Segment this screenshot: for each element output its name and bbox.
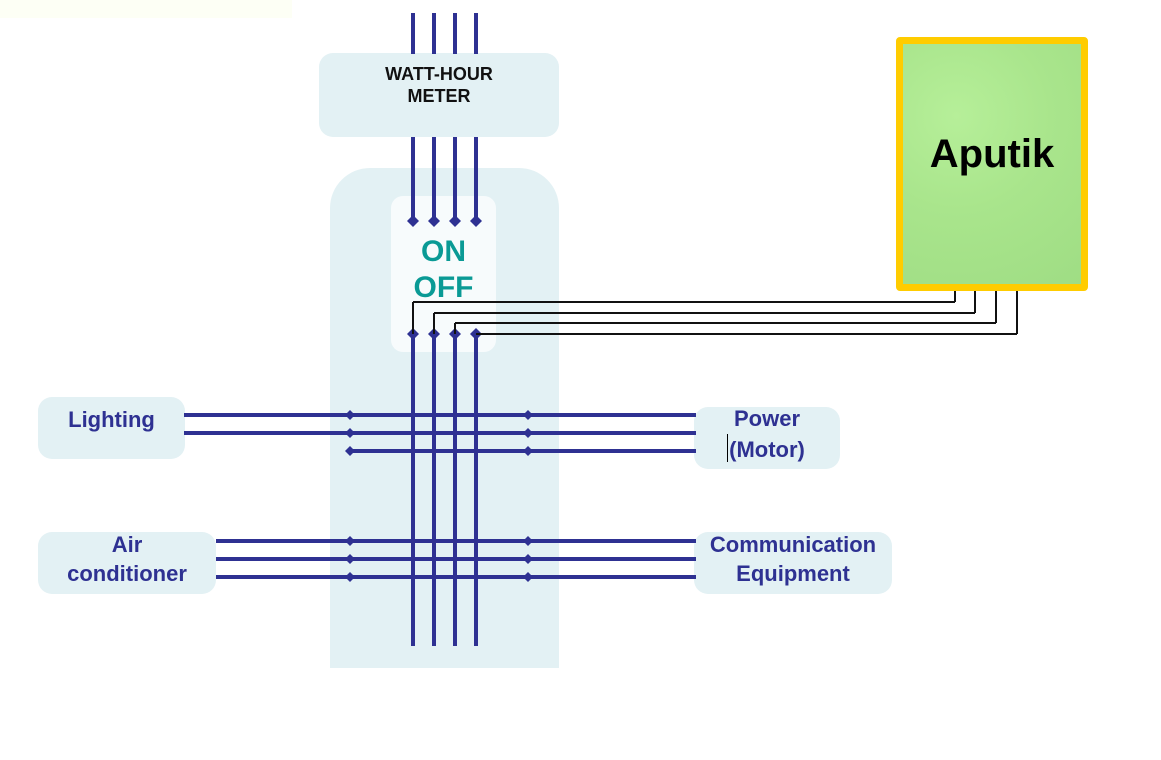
lighting-feeder-tap <box>345 446 355 456</box>
air-conditioner-label: Air conditioner <box>38 531 216 588</box>
lighting-label: Lighting <box>38 407 185 433</box>
equipment-text: Equipment <box>736 560 850 586</box>
communication-feeder-tap <box>523 572 533 582</box>
aputik-label: Aputik <box>929 132 1055 176</box>
switch-on-label: ON <box>421 235 466 268</box>
switch-input-terminal <box>407 215 419 227</box>
communication-feeder-tap <box>523 536 533 546</box>
watt-hour-meter-box <box>319 53 559 137</box>
switch-input-terminal <box>449 215 461 227</box>
on-off-switch-label: ON OFF <box>391 234 496 306</box>
lighting-box <box>38 397 185 459</box>
power-feeder-tap <box>523 410 533 420</box>
motor-text: (Motor) <box>729 436 805 462</box>
meter-title-line1: WATT-HOUR <box>385 64 493 84</box>
lighting-feeder-tap <box>345 428 355 438</box>
switch-off-label: OFF <box>413 271 474 304</box>
air-conditioner-feeder-tap <box>345 554 355 564</box>
communication-text: Communication <box>709 532 877 557</box>
lighting-text: Lighting <box>68 407 155 432</box>
conditioner-text: conditioner <box>67 560 187 586</box>
communication-equipment-label: Communication Equipment <box>694 531 892 588</box>
air-conditioner-feeder-tap <box>345 536 355 546</box>
power-feeder-tap <box>523 428 533 438</box>
communication-feeder-tap <box>523 554 533 564</box>
power-feeder-tap <box>523 446 533 456</box>
communication-equipment-box <box>694 532 892 594</box>
air-conditioner-feeder-tap <box>345 572 355 582</box>
power-text: Power <box>733 406 801 431</box>
text-cursor <box>727 434 728 462</box>
switch-input-terminal <box>470 215 482 227</box>
lighting-feeder-tap <box>345 410 355 420</box>
power-motor-box <box>694 407 840 469</box>
aputik-controller: Aputik <box>896 37 1088 291</box>
power-motor-label: Power (Motor) <box>694 404 840 466</box>
switch-input-terminal <box>428 215 440 227</box>
air-text: Air <box>111 532 143 557</box>
top-background-band <box>0 0 292 18</box>
meter-title-line2: METER <box>407 85 471 106</box>
air-conditioner-box <box>38 532 216 594</box>
watt-hour-meter-label: WATT-HOUR METER <box>319 64 559 107</box>
